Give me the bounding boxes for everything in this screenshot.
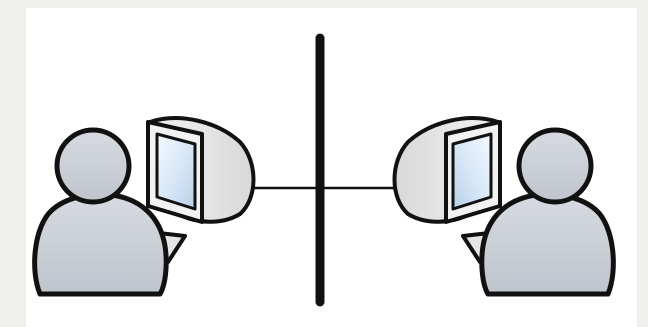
- user-station-right: [395, 118, 614, 294]
- monitor-icon: [148, 118, 254, 222]
- user-station-left: [35, 118, 254, 294]
- monitor-icon: [395, 118, 501, 222]
